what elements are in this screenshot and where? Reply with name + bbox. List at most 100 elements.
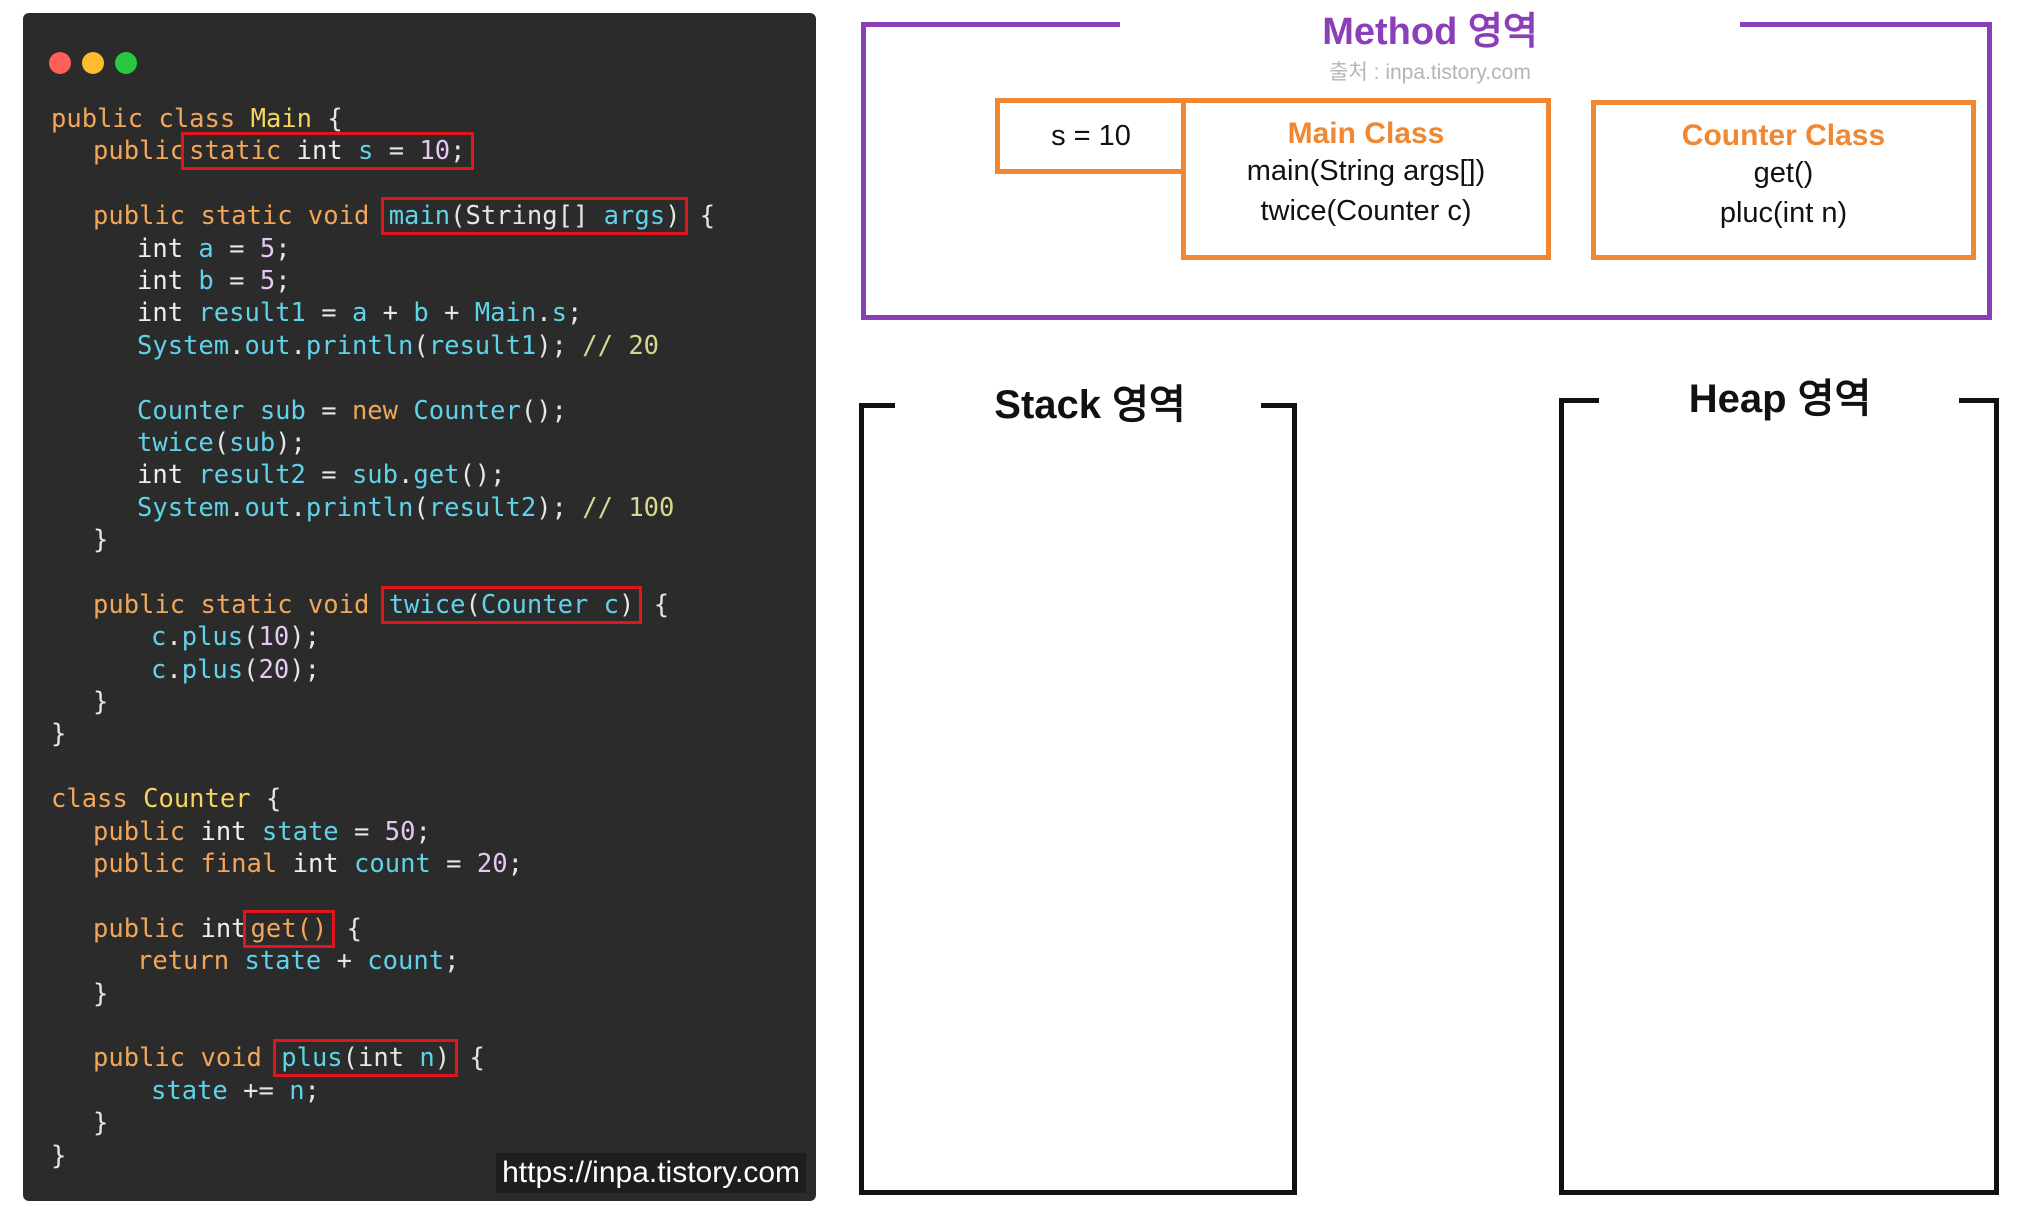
code-token: } <box>93 1108 109 1139</box>
code-line: } <box>51 1107 715 1139</box>
heap-area-frame <box>1559 400 1999 1195</box>
code-token: public class <box>51 104 251 134</box>
code-token: // 20 <box>582 330 660 361</box>
code-token: ) <box>665 201 681 232</box>
code-token: } <box>51 1140 67 1171</box>
code-token: ); <box>289 654 320 685</box>
code-token: plus <box>281 1043 343 1074</box>
code-token: Counter <box>480 589 589 620</box>
code-token: (); <box>520 395 567 426</box>
stack-area-frame <box>859 405 1297 1195</box>
code-token: = <box>305 460 352 491</box>
code-token: = <box>213 233 260 264</box>
code-token: = <box>305 298 352 329</box>
stack-area-title: Stack 영역 <box>994 383 1186 427</box>
code-token: ( <box>243 654 259 685</box>
code-token: { <box>454 1043 485 1074</box>
code-token: 20 <box>476 848 508 879</box>
code-token: c <box>603 589 620 620</box>
window-close-icon[interactable] <box>49 52 71 74</box>
code-line: System.out.println(result1); // 20 <box>51 330 715 362</box>
counter-class-method: get() <box>1753 157 1814 189</box>
code-line: } <box>51 718 715 750</box>
code-line <box>51 362 715 394</box>
code-token: . <box>290 492 306 523</box>
code-token: = <box>338 816 385 847</box>
heap-area-title: Heap 영역 <box>1688 377 1872 421</box>
code-token: { <box>250 784 282 815</box>
code-token: count <box>367 946 445 977</box>
code-line: } <box>51 1140 715 1172</box>
code-token: get <box>413 460 460 491</box>
code-token: static <box>189 136 297 167</box>
code-token: ( <box>465 589 481 620</box>
main-class-title: Main Class <box>1287 117 1445 150</box>
code-token: = <box>388 136 420 167</box>
code-token: out <box>244 492 291 523</box>
static-variable-box: s = 10 <box>995 98 1187 174</box>
code-token: Main <box>474 298 537 329</box>
code-line: int b = 5; <box>51 265 715 297</box>
source-credit: 출처 : inpa.tistory.com <box>1329 61 1531 84</box>
code-token: a <box>351 298 368 329</box>
code-token: += <box>227 1075 290 1106</box>
code-token: sub <box>351 460 399 491</box>
code-token: = <box>305 395 352 426</box>
code-token: = <box>430 848 477 879</box>
code-line: c.plus(20); <box>51 654 715 686</box>
code-token: . <box>536 298 552 329</box>
code-token: ( <box>243 622 259 653</box>
code-token <box>588 590 603 620</box>
code-line: Counter sub = new Counter(); <box>51 395 715 427</box>
code-token: println <box>305 330 414 361</box>
code-token: count <box>354 848 431 879</box>
code-line: public class Main { <box>51 103 715 135</box>
code-token: ( <box>413 330 429 361</box>
code-line <box>51 880 715 912</box>
code-token: 10 <box>419 136 451 167</box>
code-token: int <box>296 136 359 167</box>
window-maximize-icon[interactable] <box>115 52 137 74</box>
code-line: int a = 5; <box>51 233 715 265</box>
code-token: { <box>331 913 363 944</box>
code-token: b <box>198 265 214 296</box>
code-token: ; <box>304 1075 320 1106</box>
code-token: . <box>166 654 182 685</box>
code-token: c <box>151 654 167 685</box>
heap-frame-corner-right <box>1959 398 1999 403</box>
code-token: // 100 <box>582 492 675 523</box>
heap-frame-corner-left <box>1559 398 1599 403</box>
code-token: 20 <box>258 654 290 685</box>
code-token: System <box>137 330 230 361</box>
code-token: ( <box>213 427 230 458</box>
window-minimize-icon[interactable] <box>82 52 104 74</box>
code-token: ); <box>289 622 320 653</box>
code-token: public void <box>93 1043 278 1074</box>
code-token: . <box>166 622 182 653</box>
code-token: 5 <box>259 265 276 296</box>
code-line: class Counter { <box>51 783 715 815</box>
main-class-box: Main Class main(String args[]) twice(Cou… <box>1181 98 1551 260</box>
code-token: System <box>137 492 230 523</box>
code-token: Counter <box>137 395 245 426</box>
counter-class-title: Counter Class <box>1681 119 1886 152</box>
code-token: + <box>367 298 414 329</box>
highlight-box: static int s = 10; <box>181 132 474 171</box>
code-token: int <box>137 460 199 491</box>
code-token: public <box>93 136 186 167</box>
code-token: a <box>198 233 214 264</box>
code-token: int <box>200 913 247 944</box>
code-token: s <box>358 136 389 167</box>
code-line: public static void main(String[] args) { <box>51 197 715 236</box>
code-token: state <box>261 816 339 847</box>
code-token: result2 <box>198 460 306 491</box>
code-token: plus <box>181 654 244 685</box>
highlight-box: get() <box>242 909 336 948</box>
code-token: { <box>312 104 343 134</box>
code-token: sub <box>229 427 276 458</box>
code-token: main <box>388 201 451 232</box>
code-line: } <box>51 978 715 1010</box>
